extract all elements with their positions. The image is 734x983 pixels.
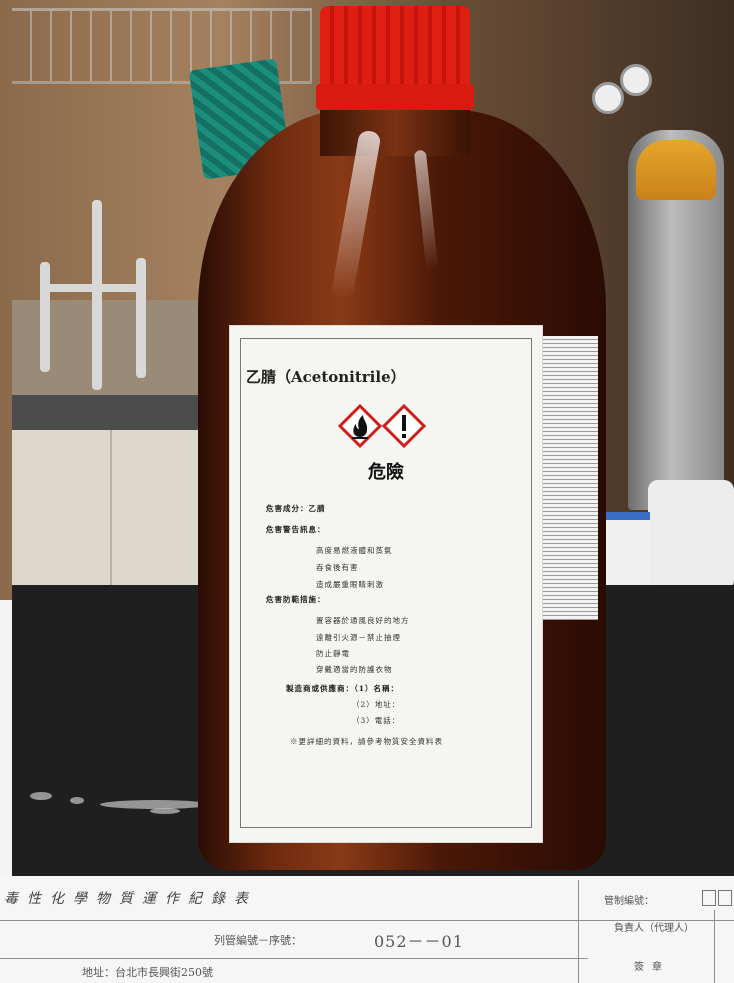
sheet-rule xyxy=(714,910,715,983)
sink-counter xyxy=(12,395,212,431)
control-number-label: 列管編號－序號： xyxy=(214,934,302,947)
cabinet-seam xyxy=(110,430,112,600)
record-sheet: 毒性化學物質運作紀錄表 管制編號： 列管編號－序號： 052－－01 地址：台北… xyxy=(0,876,734,983)
gas-cylinder-cap xyxy=(636,140,716,200)
id-box xyxy=(702,890,716,906)
label-hazard-statement-heading: 危害警告訊息： xyxy=(266,525,326,534)
label-hazard-statement: 高度易燃液體和蒸氣 xyxy=(316,546,393,555)
faucet xyxy=(92,200,102,390)
sheet-rule xyxy=(578,880,579,983)
flame-icon xyxy=(338,404,383,448)
faucet xyxy=(40,262,50,372)
bench-speck xyxy=(100,800,210,809)
bench-speck xyxy=(150,808,180,814)
cabinet xyxy=(12,430,212,600)
sheet-rule xyxy=(0,958,588,959)
label-precaution: 置容器於通風良好的地方 xyxy=(316,616,410,625)
hazard-label: 乙腈（Acetonitrile） 危險 危害成分：乙腈 危害警告訊息： 高度易燃… xyxy=(230,326,542,842)
sheet-address: 地址：台北市長興街250號 xyxy=(82,966,213,979)
label-supplier-address: （2）地址： xyxy=(352,700,401,709)
signal-word: 危險 xyxy=(368,462,404,483)
label-sds-note: ※更詳細的資料，請參考物質安全資料表 xyxy=(290,737,443,746)
label-hazard-ingredient: 危害成分：乙腈 xyxy=(266,504,326,513)
sheet-id-label: 管制編號： xyxy=(604,896,654,907)
bench-speck xyxy=(30,792,52,800)
sheet-title: 毒性化學物質運作紀錄表 xyxy=(4,891,257,907)
id-box xyxy=(718,890,732,906)
label-supplier-phone: （3）電話： xyxy=(352,716,401,725)
faucet xyxy=(136,258,146,378)
red-cap-band xyxy=(316,84,474,110)
pressure-gauge xyxy=(620,64,652,96)
label-precaution: 防止靜電 xyxy=(316,649,350,658)
label-hazard-statement: 吞食後有害 xyxy=(316,563,359,572)
back-label xyxy=(542,336,598,620)
label-hazard-statement: 造成嚴重眼睛刺激 xyxy=(316,580,384,589)
label-precaution-heading: 危害防範措施： xyxy=(266,595,326,604)
responsible-person: 負責人（代理人） xyxy=(614,923,694,934)
faucet-bar xyxy=(40,284,146,292)
label-precaution: 穿戴適當的防護衣物 xyxy=(316,665,393,674)
label-precaution: 遠離引火源－禁止抽煙 xyxy=(316,633,401,642)
exclamation-icon xyxy=(381,404,427,448)
control-number-value: 052－－01 xyxy=(374,932,464,951)
chemical-name: 乙腈（Acetonitrile） xyxy=(246,368,406,386)
ghs-pictograms xyxy=(338,404,427,448)
bench-speck xyxy=(70,797,84,804)
plastic-jug xyxy=(648,480,734,590)
pressure-gauge xyxy=(592,82,624,114)
seal-label: 簽章 xyxy=(634,962,670,973)
label-supplier-name: 製造商或供應商：（1）名稱： xyxy=(286,684,399,693)
label-border xyxy=(240,338,532,828)
sheet-rule xyxy=(0,920,734,921)
